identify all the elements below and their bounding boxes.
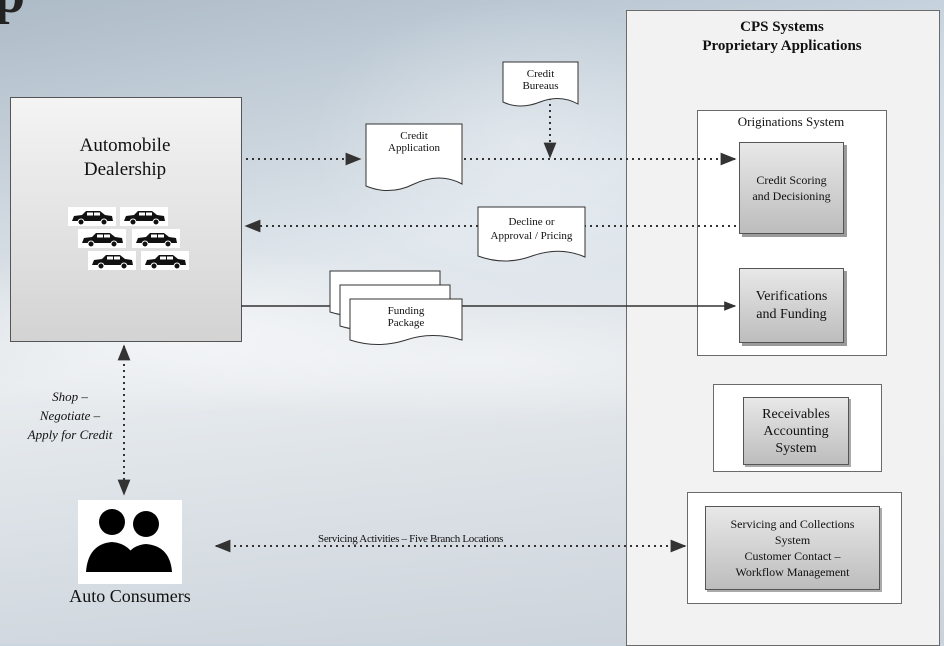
shop-negotiate-label: Shop – Negotiate – Apply for Credit xyxy=(18,387,122,444)
funding-package-label: Funding Package xyxy=(350,305,462,329)
verifications-line2: and Funding xyxy=(756,306,827,322)
funding-package-document xyxy=(349,298,463,345)
originations-title: Originations System xyxy=(737,114,845,129)
verifications-funding-box[interactable]: Verifications and Funding xyxy=(739,268,844,343)
funding-package-line1: Funding xyxy=(387,305,425,317)
credit-application-document xyxy=(365,123,463,191)
dealership-line1: Automobile xyxy=(79,135,171,156)
auto-consumers-label: Auto Consumers xyxy=(69,586,191,606)
credit-scoring-box[interactable]: Credit Scoring and Decisioning xyxy=(739,142,844,234)
receivables-accounting-box[interactable]: Receivables Accounting System xyxy=(743,397,849,465)
car-icon xyxy=(132,229,180,248)
side-label-line2: Negotiate – xyxy=(39,408,101,423)
credit-application-label: Credit Application xyxy=(366,130,462,154)
servicing-line1: Servicing and Collections xyxy=(730,517,855,531)
decline-approval-document xyxy=(477,206,586,262)
car-icon xyxy=(141,251,189,270)
credit-bureau-label: Credit Bureaus xyxy=(503,68,578,92)
servicing-line3: Customer Contact – xyxy=(744,549,841,563)
people-icon xyxy=(86,509,172,572)
auto-consumers-icon xyxy=(78,500,182,584)
receivables-line3: System xyxy=(775,440,817,456)
credit-bureau-line1: Credit xyxy=(526,68,555,80)
funding-package-line2: Package xyxy=(387,317,425,329)
credit-bureau-line2: Bureaus xyxy=(522,80,559,92)
credit-application-line2: Application xyxy=(388,142,440,154)
side-label-line3: Apply for Credit xyxy=(27,427,113,442)
car-icon xyxy=(68,207,116,226)
side-label-line1: Shop – xyxy=(52,389,88,404)
receivables-line1: Receivables xyxy=(762,406,830,422)
cps-title-line1: CPS Systems xyxy=(740,19,824,35)
servicing-collections-box[interactable]: Servicing and Collections System Custome… xyxy=(705,506,880,590)
servicing-line2: System xyxy=(774,533,811,547)
cps-panel-title: CPS Systems Proprietary Applications xyxy=(626,18,938,56)
decline-approval-label: Decline or Approval / Pricing xyxy=(478,215,585,243)
credit-scoring-line1: Credit Scoring xyxy=(756,173,827,187)
car-icon xyxy=(78,229,126,248)
receivables-line2: Accounting xyxy=(763,423,829,439)
dealership-title: Automobile Dealership xyxy=(10,134,240,182)
verifications-line1: Verifications xyxy=(755,288,828,304)
credit-bureau-document xyxy=(502,61,579,107)
cps-title-line2: Proprietary Applications xyxy=(702,38,862,54)
servicing-line4: Workflow Management xyxy=(735,565,850,579)
car-icon xyxy=(120,207,168,226)
page-title-fragment: p xyxy=(0,0,26,26)
decline-line1: Decline or xyxy=(508,216,555,228)
car-icon xyxy=(88,251,136,270)
servicing-activities-label: Servicing Activities – Five Branch Locat… xyxy=(318,533,504,545)
decline-line2: Approval / Pricing xyxy=(490,230,573,242)
dealership-line2: Dealership xyxy=(83,159,167,180)
credit-application-line1: Credit xyxy=(400,130,428,142)
credit-scoring-line2: and Decisioning xyxy=(752,189,831,203)
